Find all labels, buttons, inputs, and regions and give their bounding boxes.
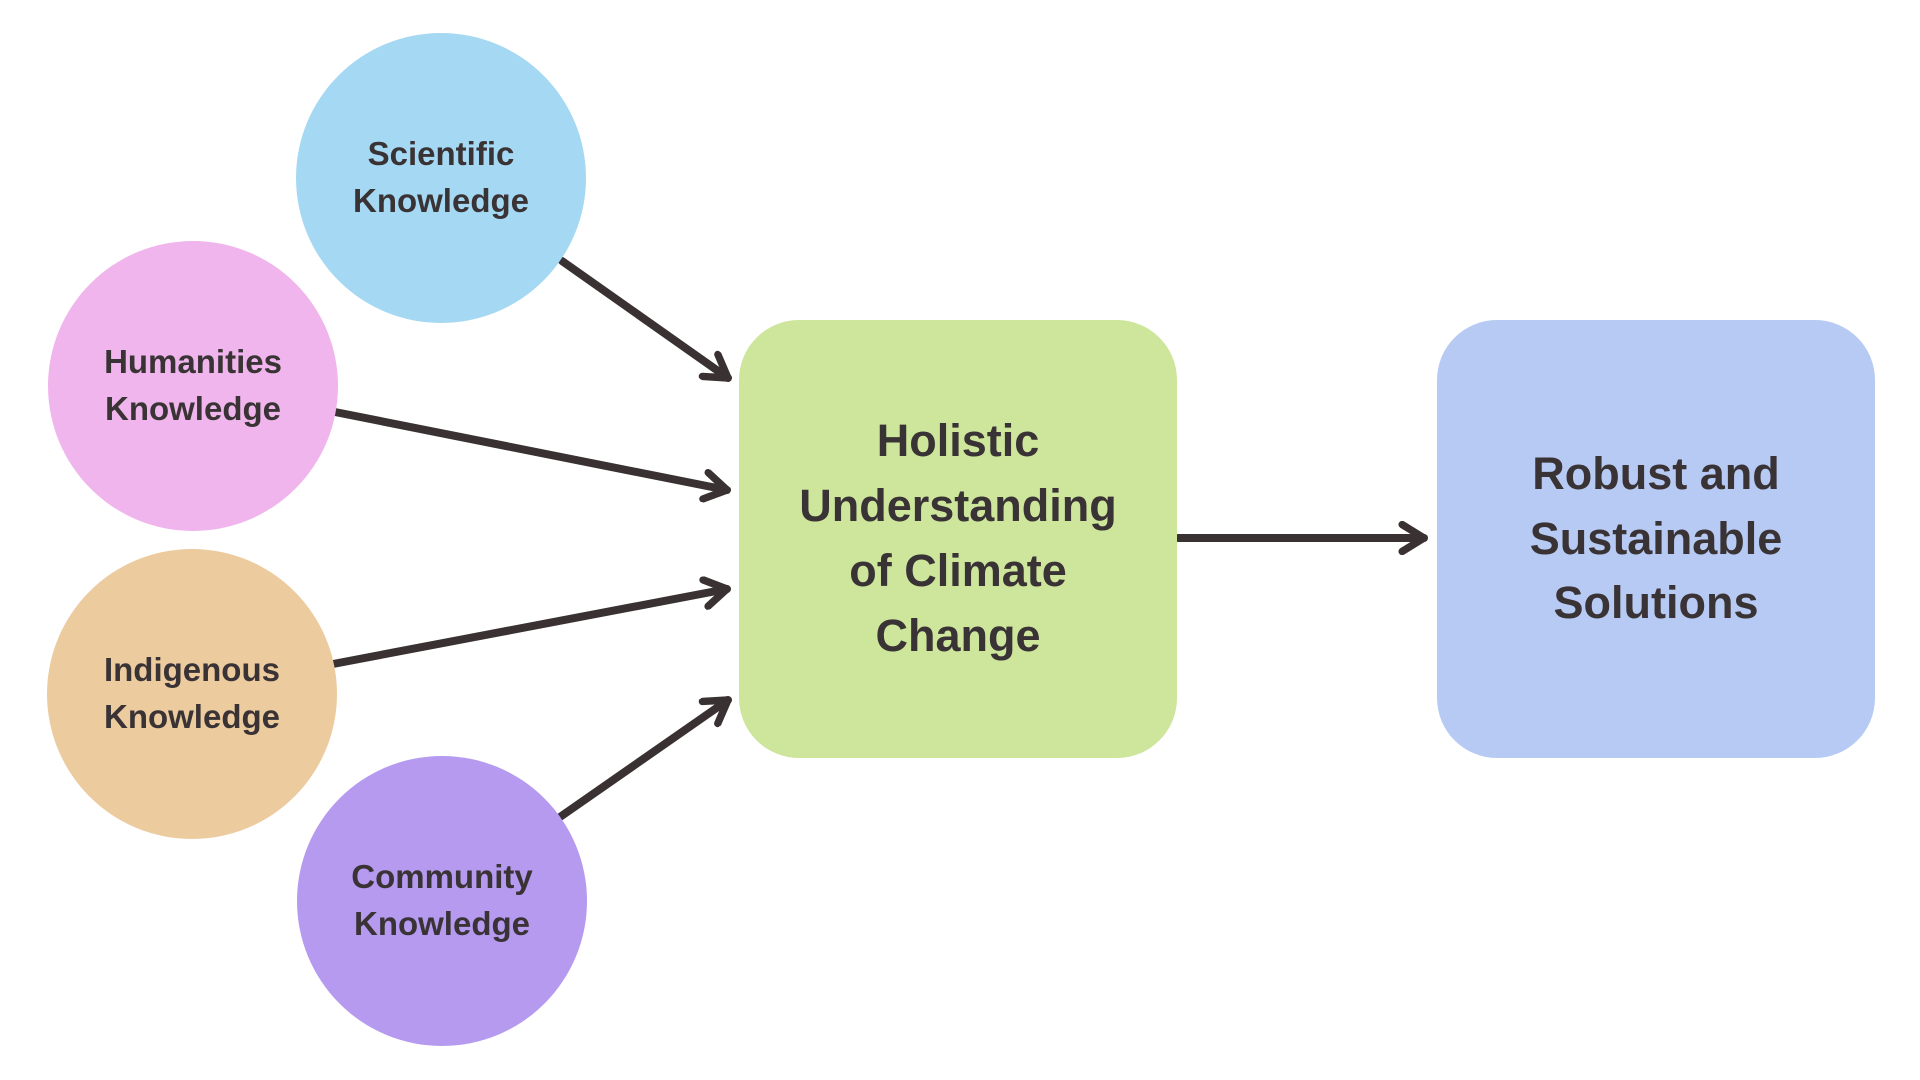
node-label-indigenous: Indigenous Knowledge	[103, 651, 280, 735]
node-label-humanities: Humanities Knowledge	[104, 343, 282, 427]
node-label-robust-sustainable-solutions: Robust and Sustainable Solutions	[1529, 447, 1783, 629]
arrow-humanities-to-central	[331, 408, 731, 490]
node-scientific-knowledge: Scientific Knowledge	[296, 33, 586, 323]
node-community-knowledge: Community Knowledge	[297, 756, 587, 1046]
node-humanities-knowledge: Humanities Knowledge	[48, 241, 338, 531]
node-indigenous-knowledge: Indigenous Knowledge	[47, 549, 337, 839]
arrow-indigenous-to-central	[329, 589, 731, 668]
arrow-community-to-central	[556, 696, 732, 821]
node-label-scientific: Scientific Knowledge	[352, 135, 529, 219]
node-label-community: Community Knowledge	[351, 858, 533, 942]
arrow-scientific-to-central	[558, 257, 732, 382]
node-holistic-understanding: Holistic Understanding of Climate Change	[739, 320, 1177, 758]
node-label-holistic-understanding: Holistic Understanding of Climate Change	[799, 415, 1117, 661]
node-robust-sustainable-solutions: Robust and Sustainable Solutions	[1437, 320, 1875, 758]
